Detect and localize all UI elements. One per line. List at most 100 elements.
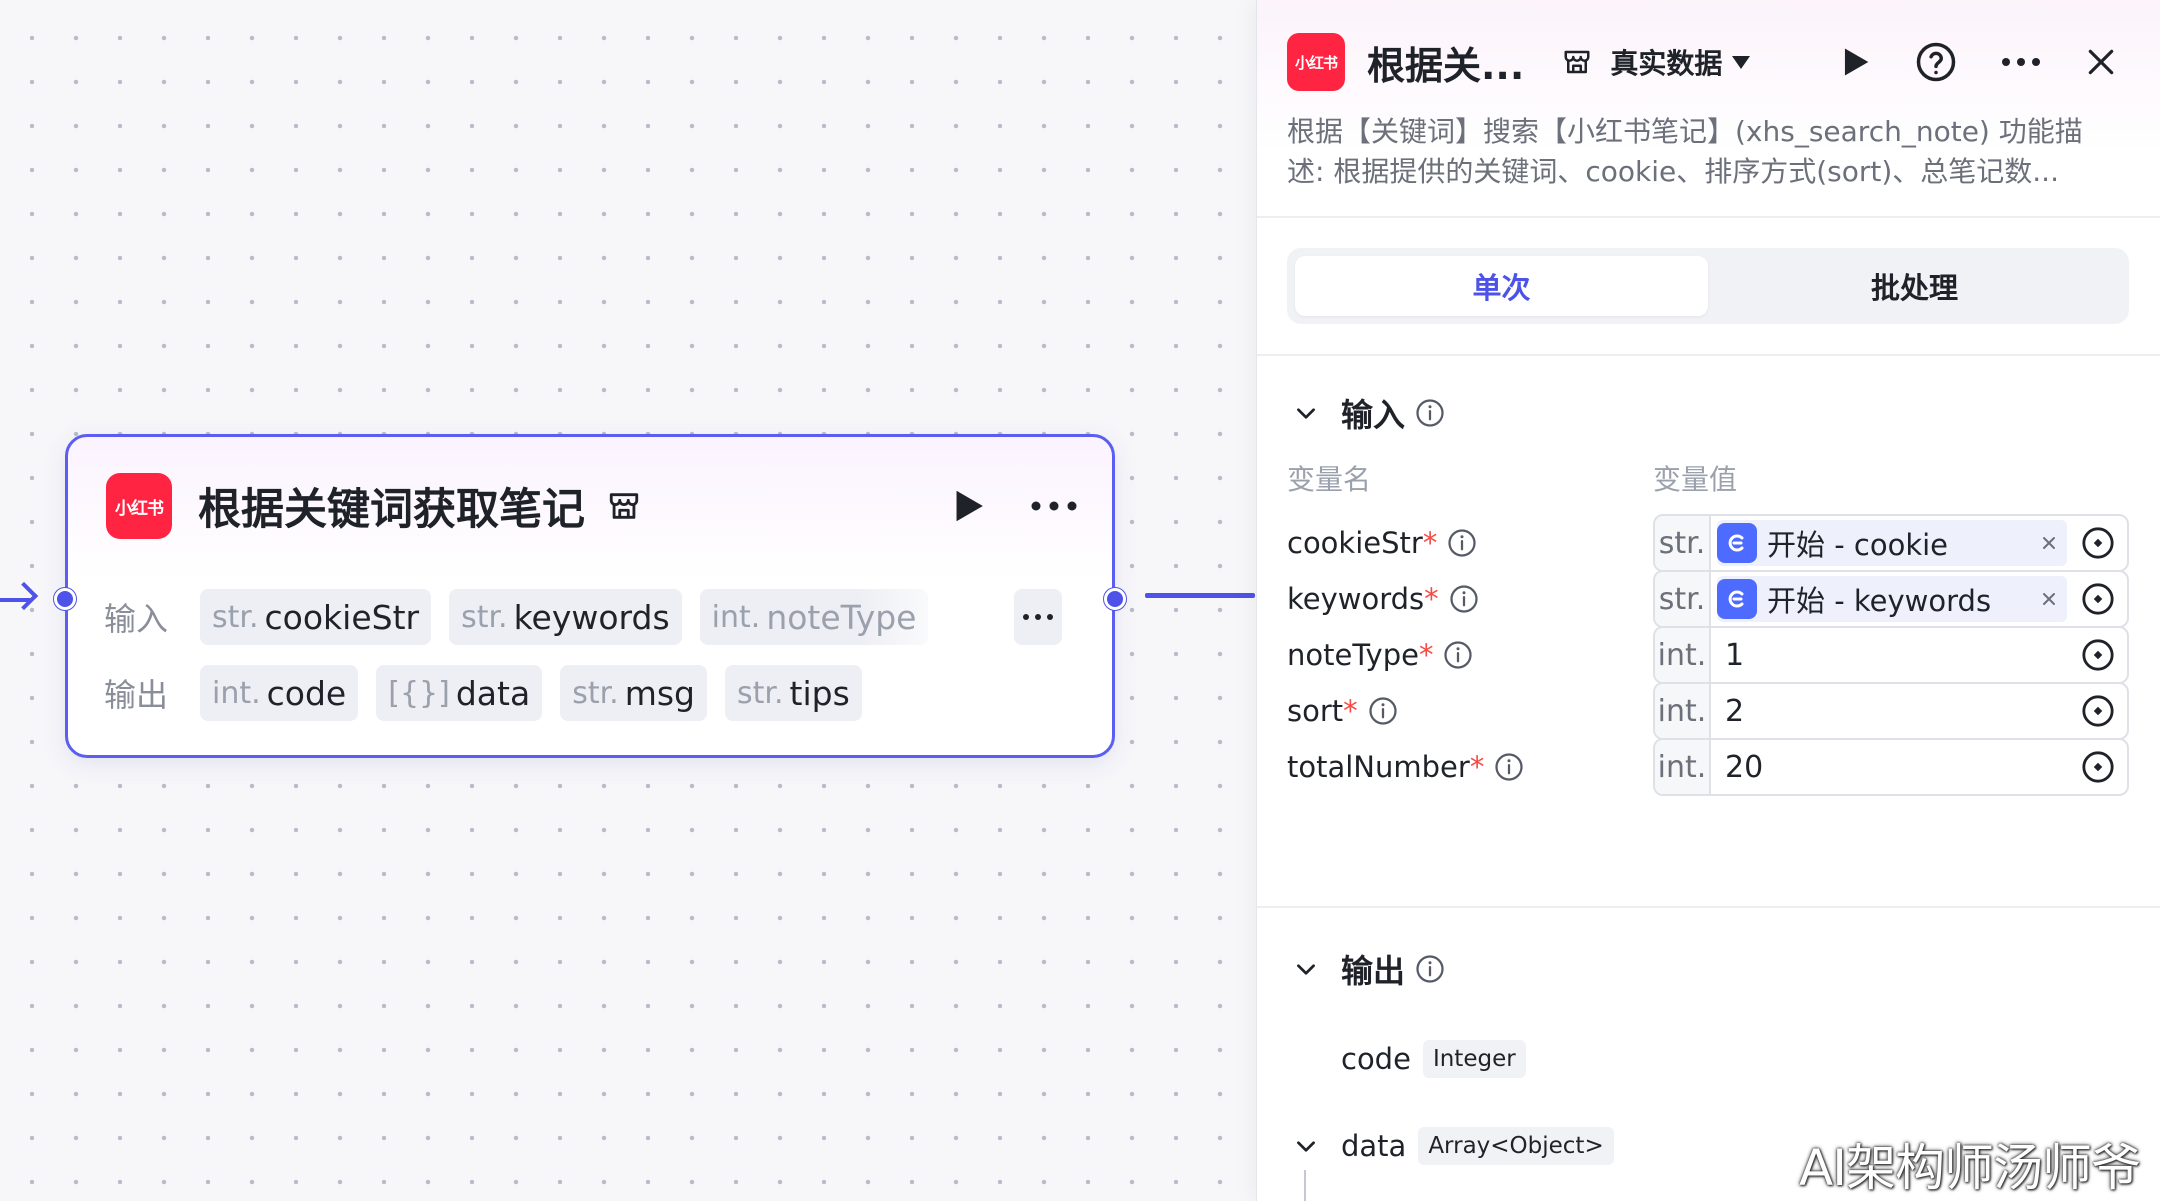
output-name: code — [1341, 1042, 1411, 1076]
outputs-label: 输出 — [104, 676, 169, 714]
remove-ref-icon[interactable] — [2041, 535, 2057, 551]
plugin-store-icon — [1564, 50, 1590, 74]
var-name-label: noteType — [1287, 638, 1419, 672]
variable-setting-icon[interactable] — [2081, 750, 2115, 784]
var-name-label: keywords — [1287, 582, 1425, 616]
section-divider — [1257, 354, 2160, 356]
var-value-input[interactable]: 20 — [1725, 749, 1764, 785]
var-value-field[interactable]: int. 2 — [1653, 682, 2129, 740]
var-type-label: str. — [1655, 516, 1711, 570]
var-type-label: str. — [1655, 572, 1711, 626]
var-name-label: totalNumber — [1287, 750, 1470, 784]
column-header-name: 变量名 — [1287, 463, 1372, 496]
variable-setting-icon[interactable] — [2081, 694, 2115, 728]
run-mode-tabs: 单次 批处理 — [1287, 248, 2129, 324]
input-port[interactable] — [54, 588, 76, 610]
ellipsis-icon — [1023, 614, 1053, 620]
info-icon[interactable] — [1447, 528, 1477, 558]
more-options-icon[interactable] — [1030, 500, 1078, 512]
close-icon[interactable] — [2085, 46, 2117, 78]
var-name-label: cookieStr — [1287, 526, 1423, 560]
info-icon[interactable] — [1494, 752, 1524, 782]
start-node-icon — [1717, 523, 1757, 563]
node-config-panel: 小红书 根据关... 真实数据 根据【关键词】搜索【小红书笔记】(xhs_sea… — [1256, 0, 2160, 1201]
inputs-label: 输入 — [104, 600, 169, 638]
tab-single[interactable]: 单次 — [1295, 256, 1708, 316]
input-chip-keywords: str.keywords — [449, 589, 682, 645]
info-icon[interactable] — [1415, 954, 1445, 984]
input-row-notetype: noteType* int. 1 — [1287, 626, 2129, 684]
output-type-badge: Array<Object> — [1418, 1127, 1614, 1165]
output-item-data[interactable]: data Array<Object> — [1293, 1127, 1614, 1165]
input-section-title: 输入 — [1341, 396, 1406, 434]
info-icon[interactable] — [1368, 696, 1398, 726]
ref-text: 开始 - cookie — [1767, 528, 1949, 562]
output-section-header[interactable]: 输出 — [1293, 946, 1445, 992]
node-inputs-row: 输入 str.cookieStr str.keywords int.noteTy… — [104, 589, 946, 645]
info-icon[interactable] — [1415, 398, 1445, 428]
outgoing-edge — [1145, 593, 1255, 598]
output-item-code: code Integer — [1341, 1040, 1526, 1078]
var-value-field[interactable]: str. 开始 - cookie — [1653, 514, 2129, 572]
info-icon[interactable] — [1443, 640, 1473, 670]
input-row-sort: sort* int. 2 — [1287, 682, 2129, 740]
output-chip-msg: str.msg — [560, 665, 707, 721]
panel-header: 小红书 根据关... 真实数据 — [1287, 30, 2117, 94]
variable-setting-icon[interactable] — [2081, 526, 2115, 560]
xiaohongshu-logo-icon: 小红书 — [106, 473, 172, 539]
var-type-label: int. — [1655, 628, 1711, 682]
output-section-title: 输出 — [1341, 952, 1406, 990]
data-mode-select[interactable]: 真实数据 — [1610, 42, 1751, 82]
xiaohongshu-logo-icon: 小红书 — [1287, 33, 1345, 91]
input-row-totalnumber: totalNumber* int. 20 — [1287, 738, 2129, 796]
panel-title: 根据关... — [1367, 43, 1525, 88]
var-value-input[interactable]: 1 — [1725, 637, 1745, 673]
section-divider — [1257, 906, 2160, 908]
help-icon[interactable] — [1915, 41, 1957, 83]
start-node-icon — [1717, 579, 1757, 619]
input-row-cookiestr: cookieStr* str. 开始 - cookie — [1287, 514, 2129, 572]
variable-ref-tag[interactable]: 开始 - cookie — [1717, 520, 2067, 566]
column-header-value: 变量值 — [1653, 463, 1738, 496]
output-chip-code: int.code — [200, 665, 359, 721]
chevron-down-icon — [1297, 964, 1315, 975]
caret-down-icon — [1732, 55, 1751, 69]
output-chip-tips: str.tips — [725, 665, 862, 721]
var-value-field[interactable]: str. 开始 - keywords — [1653, 570, 2129, 628]
var-type-label: int. — [1655, 684, 1711, 738]
info-icon[interactable] — [1449, 584, 1479, 614]
watermark-text: AI架构师汤师爷 — [1799, 1139, 2141, 1197]
required-mark: * — [1418, 638, 1434, 672]
output-port[interactable] — [1104, 588, 1126, 610]
workflow-node[interactable]: 小红书 根据关键词获取笔记 输入 str.cookieStr str.keywo… — [54, 434, 1126, 758]
run-node-icon[interactable] — [952, 488, 986, 524]
variable-setting-icon[interactable] — [2081, 582, 2115, 616]
variable-ref-tag[interactable]: 开始 - keywords — [1717, 576, 2067, 622]
var-value-input[interactable]: 2 — [1725, 693, 1745, 729]
required-mark: * — [1469, 750, 1485, 784]
tab-batch[interactable]: 批处理 — [1870, 271, 1958, 305]
input-section-header[interactable]: 输入 — [1293, 390, 1445, 436]
output-type-badge: Integer — [1422, 1040, 1526, 1078]
more-inputs-button[interactable] — [1014, 589, 1062, 645]
run-test-icon[interactable] — [1841, 46, 1871, 78]
input-row-keywords: keywords* str. 开始 - keywords — [1287, 570, 2129, 628]
output-chip-data: [{}]data — [376, 665, 543, 721]
ref-text: 开始 - keywords — [1767, 584, 1992, 618]
output-name: data — [1341, 1129, 1407, 1163]
remove-ref-icon[interactable] — [2041, 591, 2057, 607]
chevron-down-icon[interactable] — [1293, 1133, 1319, 1159]
chevron-down-icon — [1297, 408, 1315, 419]
required-mark: * — [1343, 694, 1358, 728]
variable-setting-icon[interactable] — [2081, 638, 2115, 672]
var-value-field[interactable]: int. 1 — [1653, 626, 2129, 684]
var-value-field[interactable]: int. 20 — [1653, 738, 2129, 796]
input-chip-notetype: int.noteType — [699, 589, 929, 645]
node-title: 根据关键词获取笔记 — [198, 485, 585, 535]
tree-connector — [1304, 1170, 1306, 1201]
node-description: 根据【关键词】搜索【小红书笔记】(xhs_search_note) 功能描述: … — [1287, 115, 2083, 188]
incoming-edge-arrow — [0, 580, 40, 620]
more-options-icon[interactable] — [2001, 57, 2041, 67]
required-mark: * — [1424, 582, 1439, 616]
input-chip-cookiestr: str.cookieStr — [200, 589, 432, 645]
